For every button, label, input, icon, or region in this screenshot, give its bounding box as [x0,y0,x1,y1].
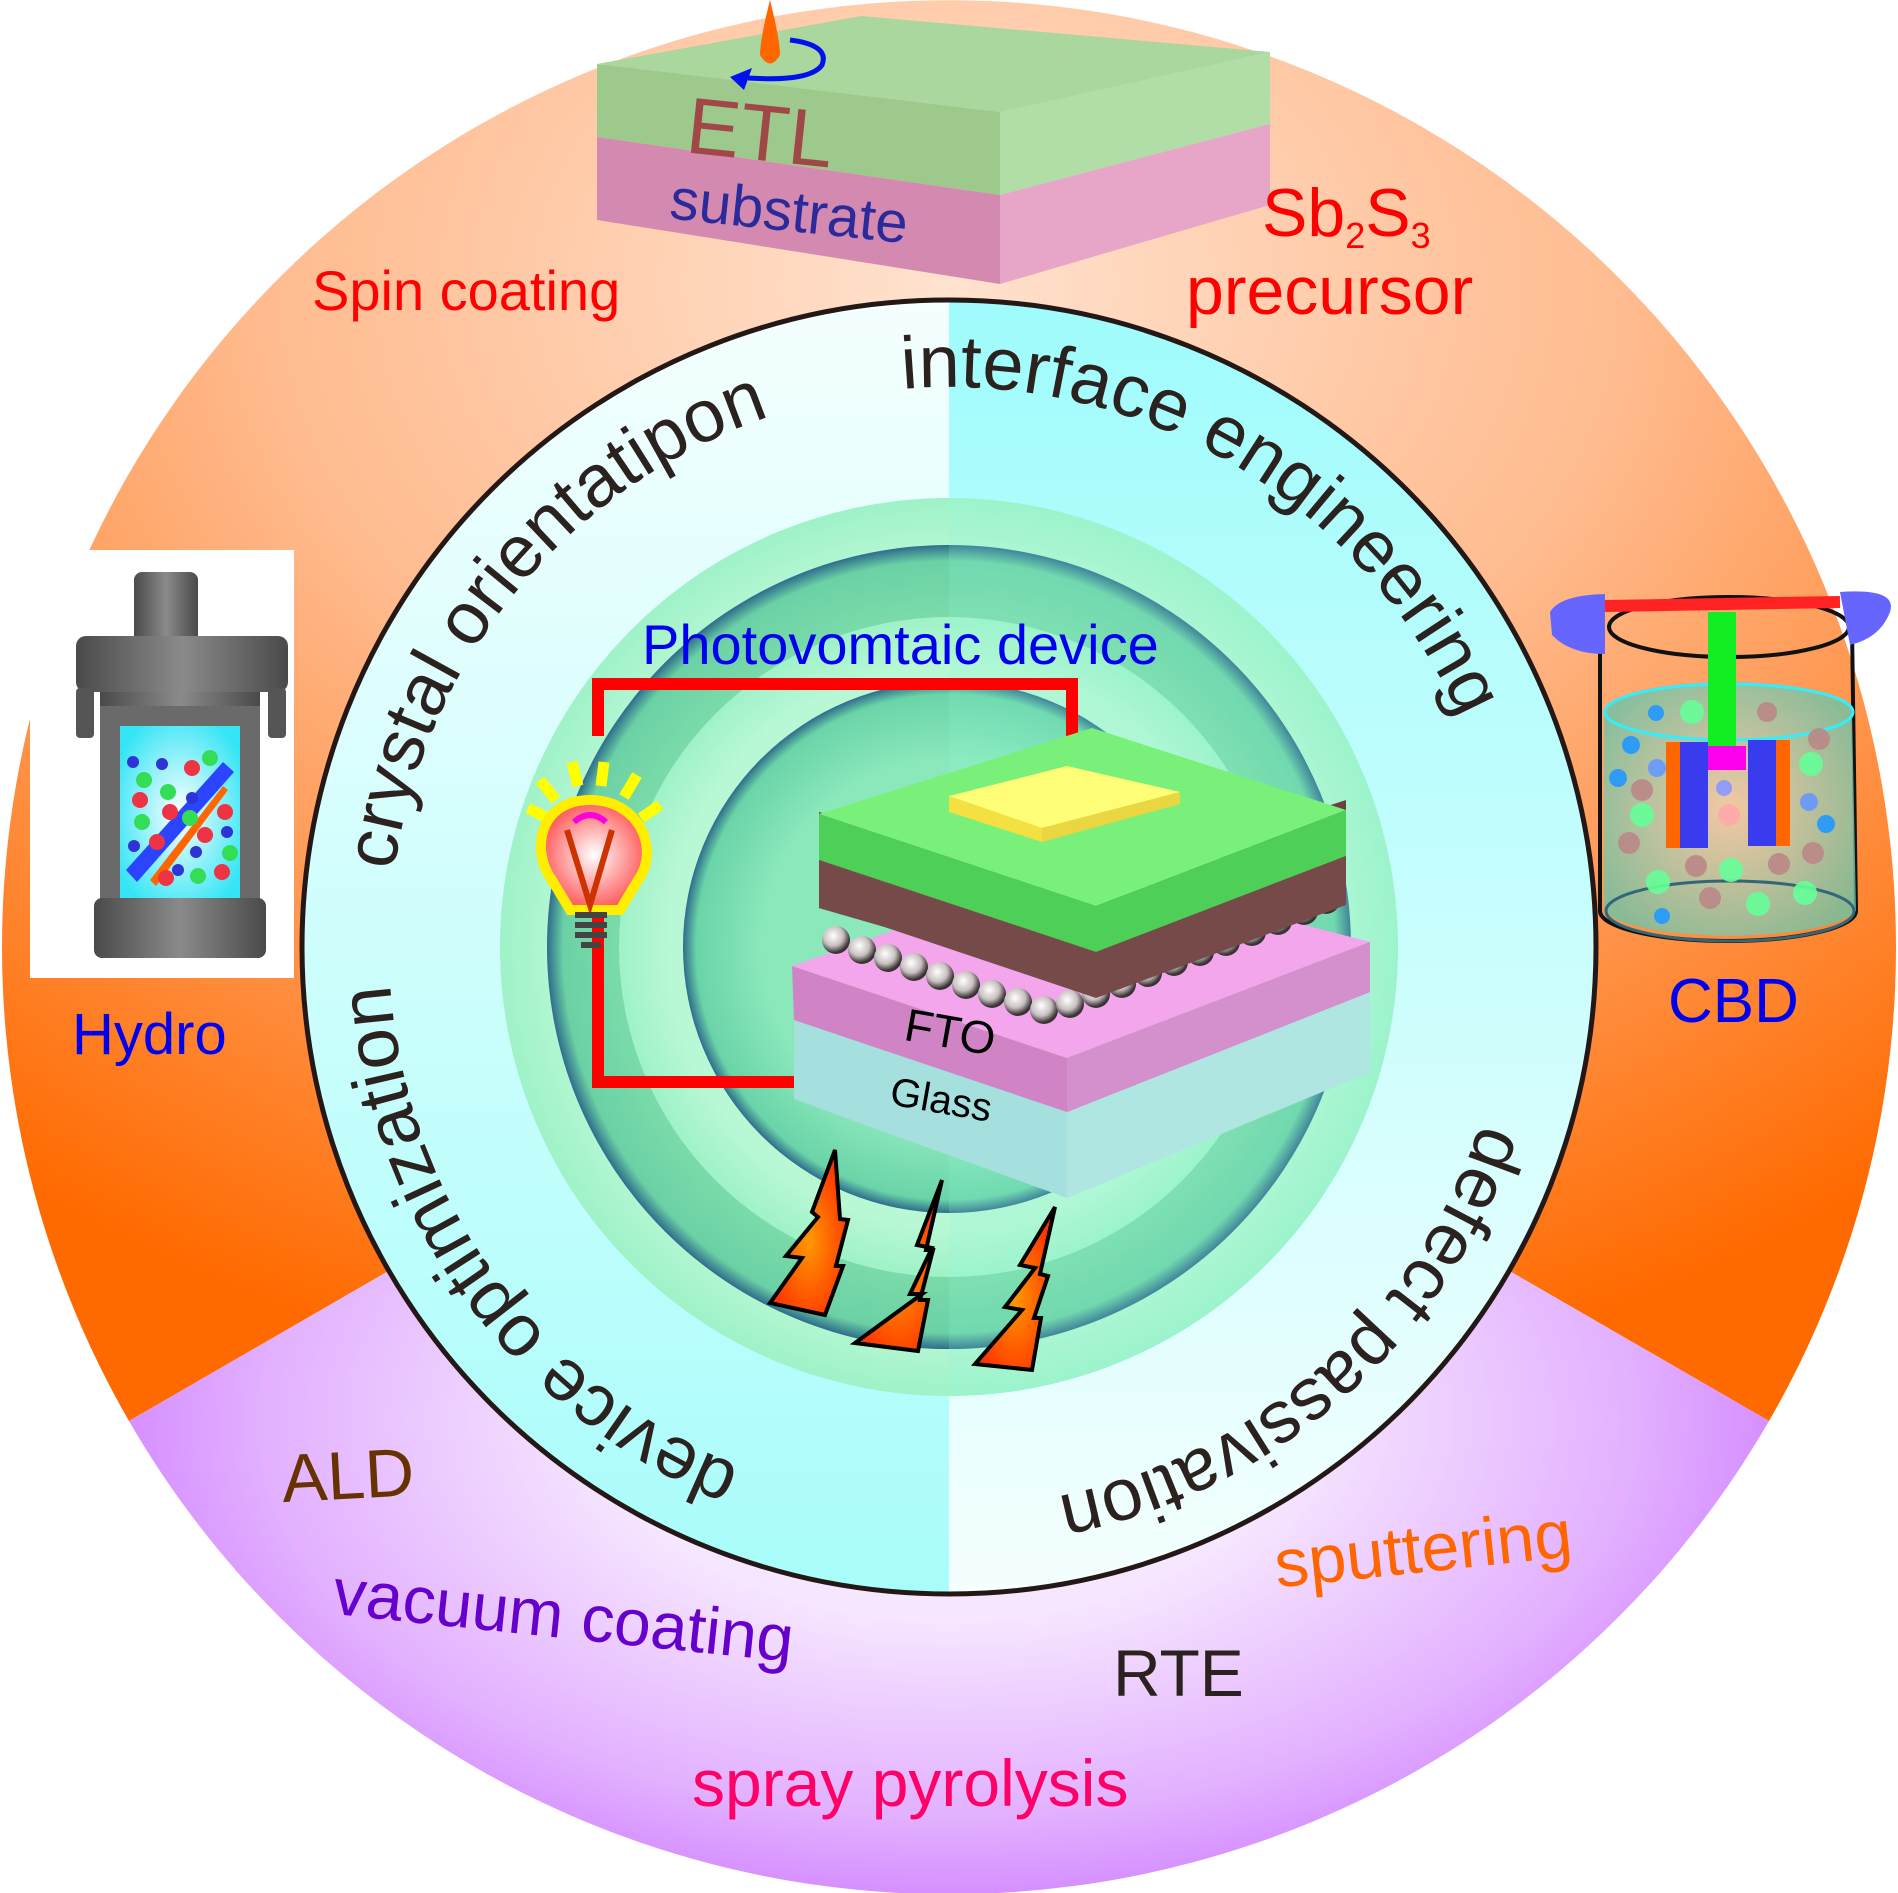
light-bolts [766,1149,1057,1373]
photovoltaic-device-stack: FTO Glass [792,728,1370,1198]
particles [1609,700,1835,924]
rte-label: RTE [1113,1636,1244,1710]
lightning-icon [970,1205,1057,1373]
droplet-icon [760,0,780,64]
photovoltaic-device-label: Photovomtaic device [642,613,1159,676]
precursor-label: precursor [1186,253,1473,329]
hydrothermal-autoclave-illustration [30,550,294,978]
spin-coating-illustration: ETL substrate [597,0,1270,284]
hydro-label: Hydro [72,1002,227,1067]
spray-pyrolysis-label: spray pyrolysis [692,1746,1128,1820]
circuit-wire [592,678,1078,1088]
sb2s3-label: Sb2S3 [1262,175,1431,256]
cbd-beaker-illustration [1550,591,1891,943]
cbd-label: CBD [1668,967,1799,1036]
etl-label: ETL [683,81,838,185]
particles [127,750,238,886]
light-bulb-icon [525,760,664,948]
lightning-icon [766,1149,851,1318]
lightning-icon [849,1179,944,1354]
spin-coating-label: Spin coating [312,259,620,322]
rotation-arrow-icon [747,37,826,82]
ald-label: ALD [280,1434,416,1517]
